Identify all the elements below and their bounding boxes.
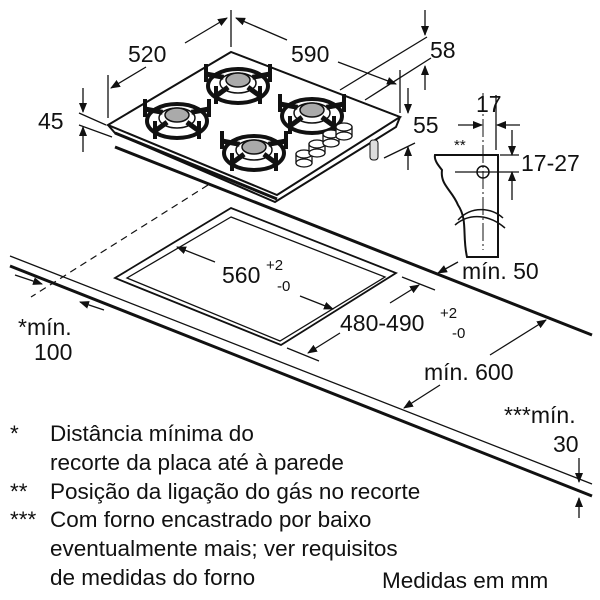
burner-icon: [220, 131, 288, 172]
min-wall-label-2: 100: [34, 339, 72, 365]
dim-gas-x-label: 17: [476, 91, 502, 117]
dim-height-label: 45: [38, 108, 64, 134]
countertop-rear-edge: [114, 145, 593, 337]
gas-marker: **: [454, 137, 466, 154]
burner-icon: [143, 99, 211, 140]
cutout-dimension-lines: [14, 246, 583, 518]
gas-connection-pin: [369, 139, 379, 161]
min-wall-label-1: *mín.: [18, 314, 72, 340]
countertop-front-edge-lower: [9, 264, 593, 498]
control-knob-icon: [295, 149, 313, 168]
burner-icon: [278, 94, 346, 135]
note-3-line-1: Com forno encastrado por baixo: [50, 507, 371, 532]
note-1-marker: *: [10, 421, 19, 446]
cutout-depth-label: 480-490: [340, 310, 424, 336]
footnotes: * Distância mínima do recorte da placa a…: [10, 421, 420, 590]
min-oven-label-1: ***mín.: [504, 402, 576, 428]
cutout-width-tol-plus: +2: [266, 257, 283, 274]
dim-width-label: 590: [291, 41, 329, 67]
burners: [143, 64, 346, 172]
dim-depth-label: 520: [128, 41, 166, 67]
control-knob-icon: [335, 122, 353, 141]
cutout-depth-tol-plus: +2: [440, 305, 457, 322]
min-oven-label-2: 30: [553, 431, 579, 457]
gas-connection-detail: [433, 93, 520, 258]
min-rear-label: mín. 50: [462, 258, 539, 284]
cutout-width-label: 560: [222, 262, 260, 288]
dim-rear-height-label: 58: [430, 37, 456, 63]
cutout: [112, 206, 398, 347]
countertop-front-edge: [9, 255, 593, 485]
burner-icon: [204, 64, 272, 105]
note-2-marker: **: [10, 479, 28, 504]
wall-reference-line: [30, 184, 209, 298]
countertop: [9, 145, 593, 498]
note-2-line-1: Posição da ligação do gás no recorte: [50, 479, 420, 504]
note-1-line-2: recorte da placa até à parede: [50, 450, 344, 475]
min-depth-label: mín. 600: [424, 359, 514, 385]
dim-gas-y-label: 17-27: [521, 150, 580, 176]
note-3-line-2: eventualmente mais; ver requisitos: [50, 536, 398, 561]
cutout-width-tol-minus: -0: [277, 278, 290, 295]
dim-pin-label: 55: [413, 112, 439, 138]
control-knobs: [295, 122, 353, 168]
hob-dimension-lines: [78, 10, 432, 170]
hob: [105, 50, 403, 204]
units-label: Medidas em mm: [382, 568, 548, 593]
note-1-line-1: Distância mínima do: [50, 421, 254, 446]
note-3-marker: ***: [10, 507, 37, 532]
note-3-line-3: de medidas do forno: [50, 565, 255, 590]
cutout-depth-tol-minus: -0: [452, 325, 465, 342]
